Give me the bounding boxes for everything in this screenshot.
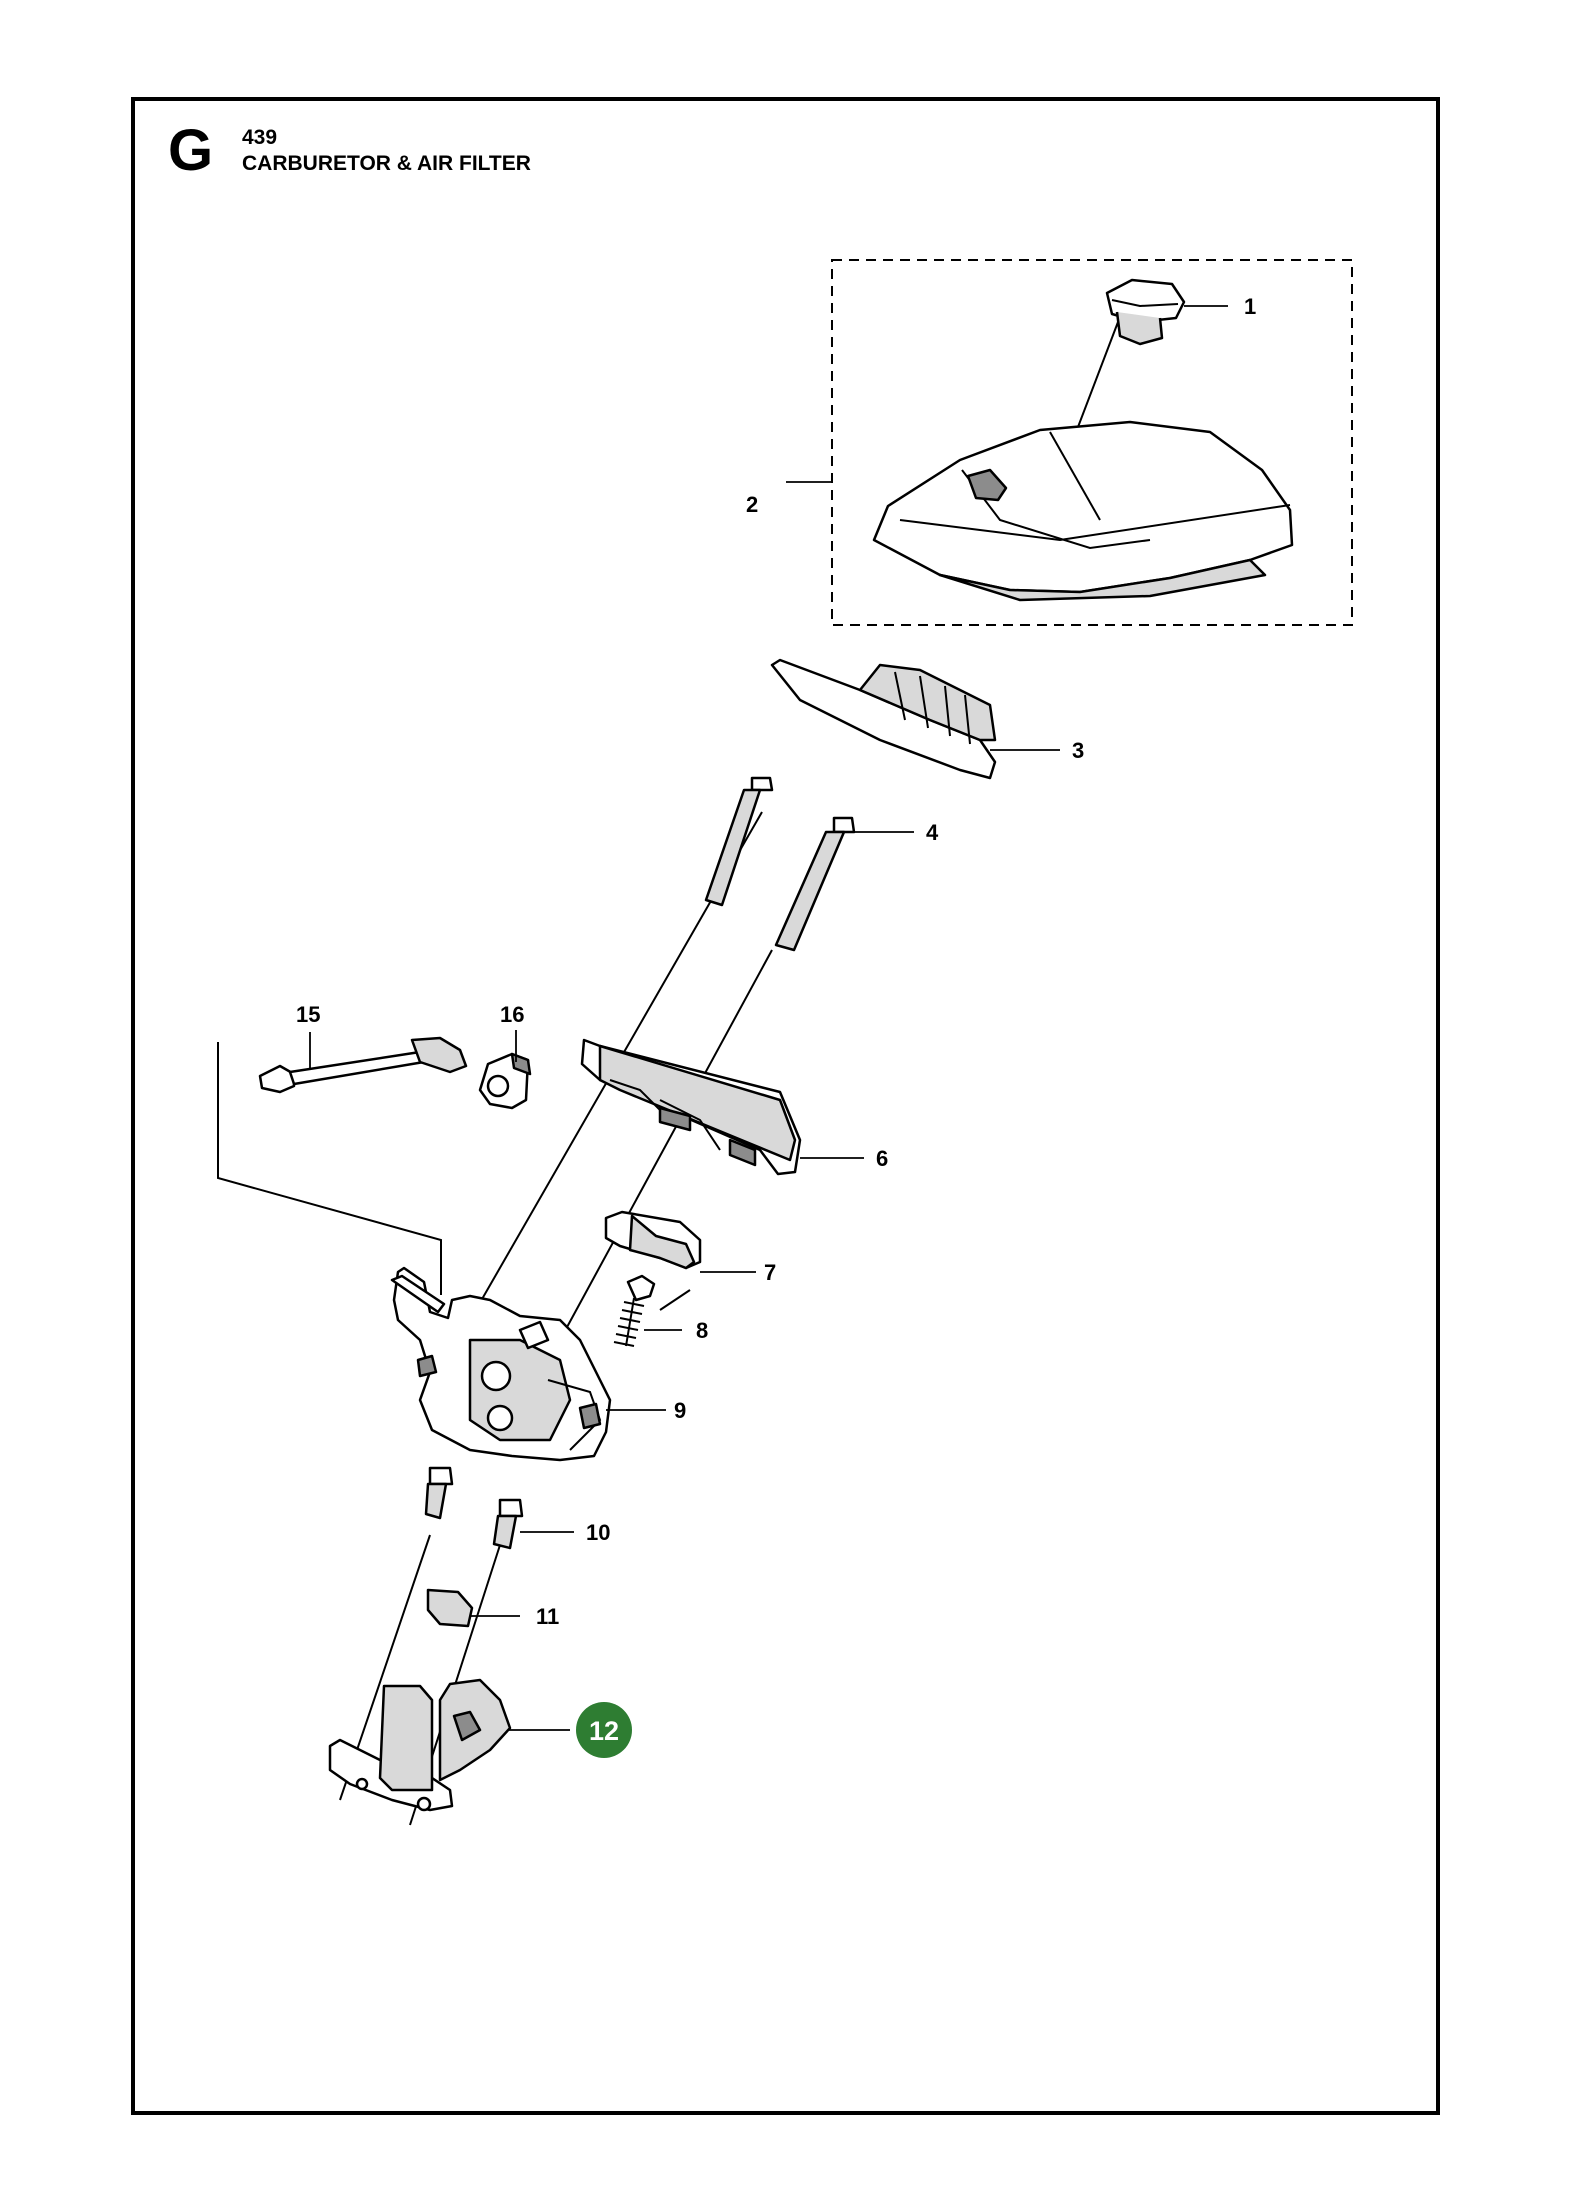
callout-2[interactable]: 2: [746, 492, 758, 517]
model-number: 439: [242, 126, 278, 149]
choke-shaft: [390, 1274, 446, 1314]
part-9-carburetor[interactable]: [392, 1266, 612, 1462]
part-10-screws[interactable]: [424, 1466, 524, 1550]
highlight-circle: [576, 1702, 632, 1758]
leader-lines: [309, 305, 1228, 1731]
section-letter: G: [168, 118, 214, 183]
part-12-intake-manifold[interactable]: [328, 1678, 512, 1812]
callout-1[interactable]: 1: [1244, 294, 1256, 319]
callout-15[interactable]: 15: [296, 1002, 320, 1027]
callout-9[interactable]: 9: [674, 1398, 686, 1423]
kit-group-box: [831, 259, 1353, 626]
part-1-knob[interactable]: [1105, 278, 1186, 346]
callout-12[interactable]: 12: [589, 1716, 619, 1746]
callouts: 1 2 3 4 6 7 8 9 10 11 15 16 12: [296, 294, 1256, 1758]
part-8-adjust-screw[interactable]: [613, 1274, 656, 1347]
part-16-clip[interactable]: [478, 1052, 532, 1110]
part-15-throttle-rod[interactable]: [258, 1036, 468, 1094]
page-frame: [131, 97, 1440, 2115]
callout-8[interactable]: 8: [696, 1318, 708, 1343]
part-11-sleeve[interactable]: [426, 1588, 474, 1628]
part-3-air-filter[interactable]: [770, 658, 997, 780]
part-6-filter-holder[interactable]: [580, 1038, 802, 1176]
part-2-cylinder-cover[interactable]: [872, 420, 1294, 602]
part-7-gasket[interactable]: [604, 1210, 702, 1270]
part-4-screws[interactable]: [704, 776, 856, 952]
callout-3[interactable]: 3: [1072, 738, 1084, 763]
section-title: CARBURETOR & AIR FILTER: [242, 152, 531, 175]
callout-7[interactable]: 7: [764, 1260, 776, 1285]
callout-12-highlight[interactable]: 12: [576, 1702, 632, 1758]
callout-16[interactable]: 16: [500, 1002, 524, 1027]
callout-11[interactable]: 11: [536, 1604, 559, 1629]
callout-6[interactable]: 6: [876, 1146, 888, 1171]
callout-10[interactable]: 10: [586, 1520, 610, 1545]
callout-4[interactable]: 4: [926, 820, 939, 845]
